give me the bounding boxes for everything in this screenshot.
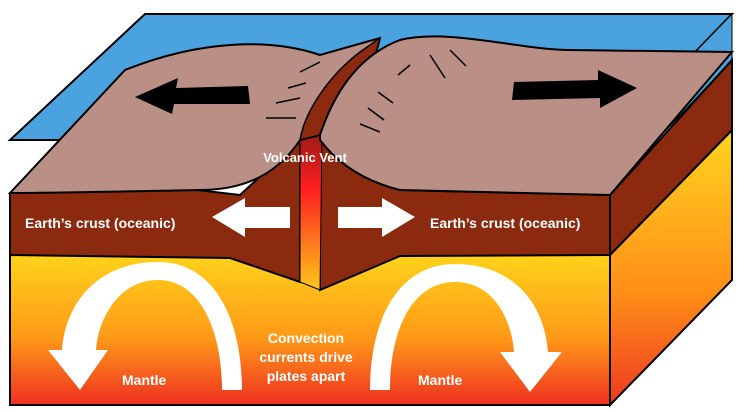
surface-arrow-right <box>512 70 637 108</box>
convection-label-line3: plates apart <box>267 368 346 384</box>
convection-arc-left <box>48 262 242 390</box>
right-plate-surface <box>319 35 735 197</box>
right-surface-cracks <box>359 49 467 133</box>
convection-arc-right <box>370 264 562 392</box>
mantle-label-right: Mantle <box>418 372 463 388</box>
surface-arrow-left <box>135 78 250 114</box>
crust-arrow-left <box>212 198 290 237</box>
mantle-label-left: Mantle <box>122 372 167 388</box>
crust-arrow-right <box>338 198 415 237</box>
crust-label-left: Earth’s crust (oceanic) <box>25 215 175 231</box>
vent-label: Volcanic Vent <box>263 150 347 165</box>
convection-label-line1: Convection <box>268 330 344 346</box>
left-surface-cracks <box>266 61 321 119</box>
convection-label-line2: currents drive <box>259 349 353 365</box>
crust-label-right: Earth’s crust (oceanic) <box>430 215 580 231</box>
